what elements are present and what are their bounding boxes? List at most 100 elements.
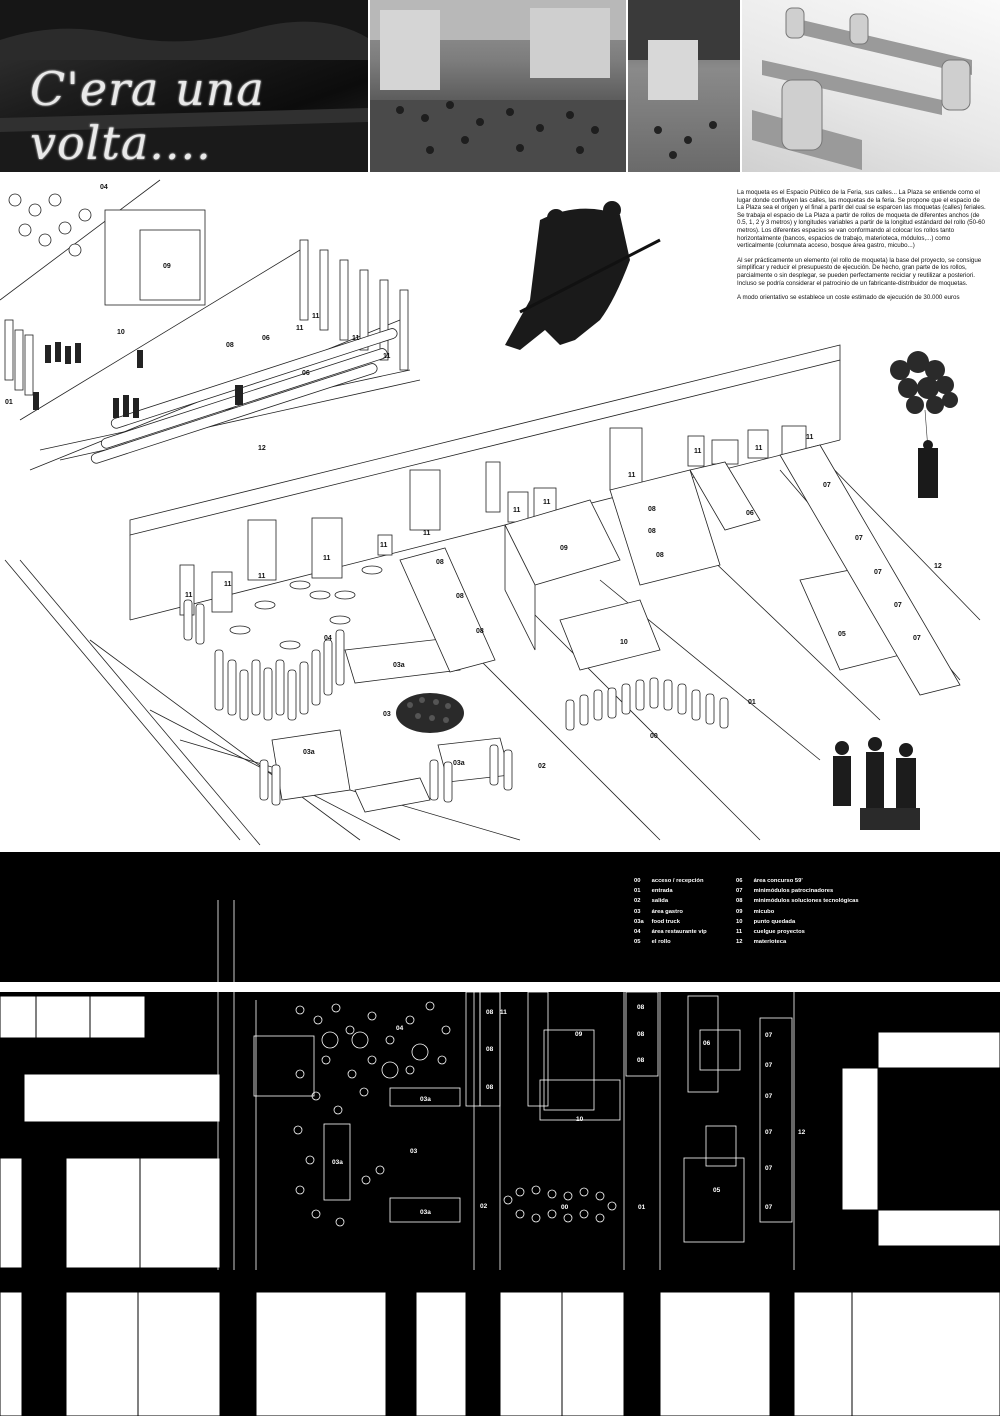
detail-label: 11 — [383, 353, 391, 360]
main-label: 02 — [538, 763, 546, 770]
plan-labels: 11 11 11 11 11 11 11 11 11 11 11 11 11 1… — [310, 984, 806, 1216]
detail-label: 06 — [262, 335, 270, 342]
plan-label: 08 — [637, 1031, 645, 1038]
plan-label: 03a — [420, 1209, 431, 1216]
main-label: 07 — [874, 569, 882, 576]
main-label: 11 — [423, 530, 431, 537]
legend-right: 06 área concurso 59' 07 minimódulos patr… — [736, 876, 859, 947]
photo-fair-crowd — [370, 0, 626, 172]
main-label: 11 — [755, 445, 763, 452]
plan-label: 00 — [561, 1204, 569, 1211]
plan-label: 07 — [765, 1032, 773, 1039]
main-label: 07 — [894, 602, 902, 609]
plan-label: 11 — [340, 984, 347, 991]
main-label: 03a — [303, 749, 315, 756]
photo-fair-hall — [628, 0, 740, 172]
main-label: 05 — [838, 631, 846, 638]
detail-label: 06 — [302, 370, 310, 377]
main-label: 07 — [855, 535, 863, 542]
plan-label: 09 — [575, 1031, 583, 1038]
plan-label: 08 — [637, 1057, 645, 1064]
plan-label: 07 — [765, 1062, 773, 1069]
main-label: 12 — [934, 563, 942, 570]
legend-item: 02 salida — [634, 898, 669, 905]
plan-label: 03 — [410, 1148, 418, 1155]
plan-label: 07 — [765, 1204, 773, 1211]
legend-item: 12 materioteca — [736, 939, 787, 946]
main-label: 01 — [748, 699, 756, 706]
legend-item: 03a food truck — [634, 918, 680, 925]
main-label: 03 — [383, 711, 391, 718]
main-label: 11 — [185, 592, 193, 599]
main-label: 11 — [628, 472, 636, 479]
river-scene-graphic — [0, 0, 368, 172]
main-label: 08 — [436, 559, 444, 566]
detail-label: 11 — [296, 325, 304, 332]
main-label: 09 — [560, 545, 568, 552]
plan-label: 06 — [703, 1040, 711, 1047]
plan-label: 11 — [370, 984, 377, 991]
detail-label: 11 — [352, 335, 360, 342]
legend-item: 11 cuelgue proyectos — [736, 929, 805, 936]
plan-label: 11 — [688, 984, 695, 991]
three-figures-photo — [833, 737, 920, 830]
hero-title: C'era una volta.... — [30, 62, 265, 170]
photo-carpet-rolls — [742, 0, 1000, 172]
plan-label: 07 — [765, 1165, 773, 1172]
detail-label: 09 — [163, 263, 171, 270]
legend-item: 09 micubo — [736, 908, 775, 915]
detail-axonometric — [0, 179, 421, 471]
plan-label: 01 — [638, 1204, 646, 1211]
main-label: 08 — [648, 506, 656, 513]
main-label: 11 — [543, 499, 551, 506]
detail-label: 04 — [100, 184, 108, 191]
main-label: 11 — [806, 434, 814, 441]
main-label: 03a — [453, 760, 465, 767]
description-paragraph: La moqueta es el Espacio Público de la F… — [737, 189, 986, 250]
plan-label: 11 — [536, 984, 543, 991]
main-label: 08 — [476, 628, 484, 635]
main-label: 11 — [224, 581, 232, 588]
plan-label: 08 — [486, 1009, 494, 1016]
floor-plan: 11 11 11 11 11 11 11 11 11 11 11 11 11 1… — [0, 852, 1000, 1417]
plan-label: 11 — [310, 984, 317, 991]
plan-label: 11 — [412, 984, 419, 991]
legend-left: 00 acceso / recepción 01 entrada 02 sali… — [634, 876, 707, 947]
plan-label: 03a — [420, 1096, 431, 1103]
detail-labels: 04 09 10 08 06 06 11 11 11 11 01 12 — [5, 184, 391, 452]
detail-label: 10 — [117, 329, 125, 336]
legend-item: 10 punto quedada — [736, 918, 796, 925]
plan-label: 11 — [500, 1009, 507, 1016]
main-label: 03a — [393, 662, 405, 669]
main-label: 00 — [650, 733, 658, 740]
detail-label: 08 — [226, 342, 234, 349]
main-label: 08 — [648, 528, 656, 535]
main-label: 11 — [258, 573, 266, 580]
plan-label: 08 — [486, 1084, 494, 1091]
scale-label: planta e: 1/200 — [950, 1402, 992, 1408]
balloon-man-photo — [890, 351, 958, 498]
plan-label: 11 — [456, 984, 463, 991]
description-paragraph: Al ser prácticamente un elemento (el rol… — [737, 256, 982, 287]
legend-item: 07 minimódulos patrocinadores — [736, 888, 834, 895]
description-paragraph: A modo orientativo se establece un coste… — [737, 294, 960, 302]
main-label: 11 — [694, 448, 702, 455]
legend-item: 01 entrada — [634, 888, 673, 895]
main-label: 07 — [913, 635, 921, 642]
carpet-rolls-graphic — [752, 7, 972, 170]
project-description: La moqueta es el Espacio Público de la F… — [737, 189, 987, 309]
floor-plan-drawing: 11 11 11 11 11 11 11 11 11 11 11 11 11 1… — [0, 900, 1000, 1417]
plan-label: 05 — [713, 1187, 721, 1194]
detail-label: 12 — [258, 445, 266, 452]
legend-item: 00 acceso / recepción — [634, 878, 704, 884]
plan-label: 12 — [798, 1129, 806, 1136]
legend-item: 08 minimódulos soluciones tecnológicas — [736, 898, 859, 905]
detail-label: 01 — [5, 399, 13, 406]
plan-label: 08 — [637, 1004, 645, 1011]
fair-hall-graphic — [628, 0, 740, 159]
fair-crowd-graphic — [370, 0, 626, 172]
flying-couple-photo — [505, 201, 661, 350]
legend-item: 04 área restaurante vip — [634, 929, 707, 936]
detail-figures — [33, 342, 243, 418]
plan-label: 11 — [710, 984, 717, 991]
